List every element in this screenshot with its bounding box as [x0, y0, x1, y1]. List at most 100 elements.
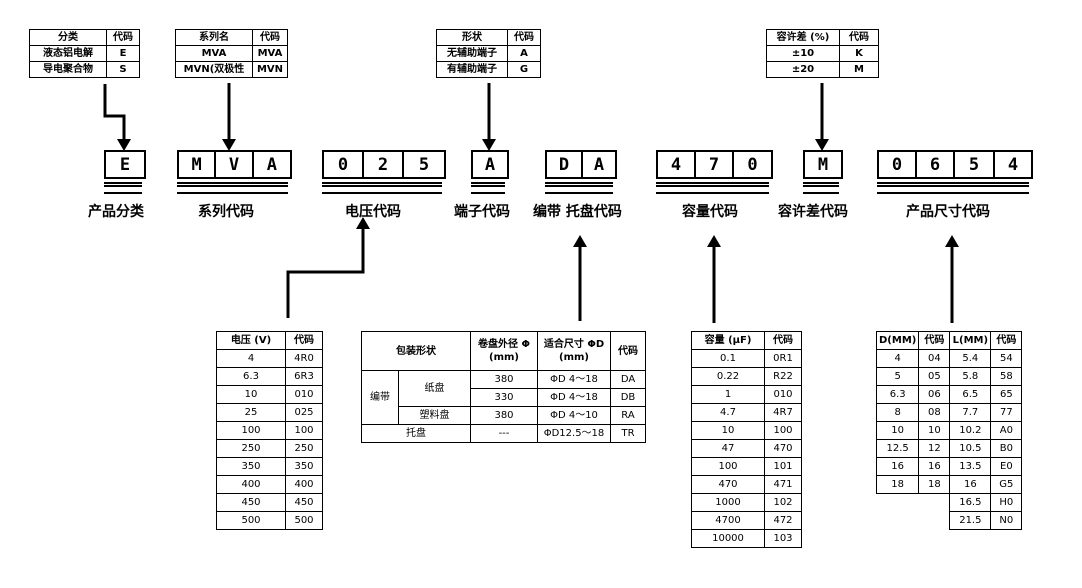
label-size: 产品尺寸代码: [906, 204, 990, 220]
voltage-cell: 250: [216, 439, 286, 458]
length-cell: 10.2: [949, 421, 992, 440]
code-cell: 12: [918, 439, 951, 458]
code-cell: B0: [990, 439, 1023, 458]
capacitance-cell: 470: [691, 475, 765, 494]
underline-size: [877, 182, 1029, 194]
voltage-cell: 450: [216, 493, 286, 512]
reel-diameter-cell: ---: [470, 424, 538, 443]
arrowhead-voltage: [356, 217, 370, 229]
code-cell: G: [507, 61, 541, 78]
label-tolerance: 容许差代码: [778, 204, 848, 220]
voltage-cell: 25: [216, 403, 286, 422]
arrowhead-capacitance: [707, 235, 721, 247]
code-char: V: [216, 152, 254, 177]
reel-diameter-cell: 380: [470, 406, 538, 425]
code-cell: 471: [764, 475, 802, 494]
voltage-header: 电压 (V): [216, 331, 286, 350]
diameter-header: D(MM): [875, 331, 920, 350]
code-group-capacitance: 4 7 0: [656, 150, 773, 179]
diameter-cell: 4: [875, 349, 920, 368]
code-cell: 100: [285, 421, 323, 440]
code-char: A: [266, 154, 277, 175]
capacitance-cell: 4700: [691, 511, 765, 530]
tolerance-cell: ±20: [766, 61, 840, 78]
code-char: D: [547, 152, 583, 177]
voltage-cell: 350: [216, 457, 286, 476]
length-cell: 5.4: [949, 349, 992, 368]
label-series: 系列代码: [198, 204, 254, 220]
voltage-cell: 100: [216, 421, 286, 440]
code-header: 代码: [990, 331, 1023, 350]
code-header: 代码: [764, 331, 802, 350]
code-group-size: 0 6 5 4: [877, 150, 1033, 179]
arrowhead-size: [945, 235, 959, 247]
length-cell: 7.7: [949, 403, 992, 422]
code-char: E: [119, 154, 131, 175]
capacitance-cell: 1: [691, 385, 765, 404]
empty-cell: [877, 512, 919, 530]
capacitance-cell: 47: [691, 439, 765, 458]
underline-packaging: [545, 182, 613, 194]
code-char: A: [484, 154, 496, 175]
code-cell: R22: [764, 367, 802, 386]
table-row: 托盘 --- ΦD12.5～18 TR: [361, 424, 646, 443]
code-char: A: [593, 154, 605, 175]
code-char: 5: [418, 154, 430, 175]
empty-cell: [877, 494, 919, 512]
code-header: 代码: [285, 331, 323, 350]
arrowhead-series: [222, 139, 236, 151]
voltage-cell: 4: [216, 349, 286, 368]
code-group-tolerance: M: [803, 150, 843, 179]
length-cell: 16.5: [949, 493, 992, 512]
code-cell: 103: [764, 529, 802, 548]
code-char: M: [817, 154, 829, 175]
code-cell: 010: [285, 385, 323, 404]
code-group-category: E: [104, 150, 146, 179]
code-char: 7: [696, 152, 734, 177]
code-cell: S: [106, 61, 140, 78]
label-voltage: 电压代码: [345, 204, 401, 220]
code-cell: 10: [918, 421, 951, 440]
code-cell: A0: [990, 421, 1023, 440]
label-terminal: 端子代码: [454, 204, 510, 220]
packaging-table: 包装形状 卷盘外径 Φ (mm) 适合尺寸 ΦD (mm) 代码 编带 纸盘 3…: [361, 331, 646, 443]
code-cell: 04: [918, 349, 951, 368]
code-char: 6: [917, 152, 955, 177]
length-cell: 13.5: [949, 457, 992, 476]
underline-tolerance: [803, 182, 839, 194]
code-header: 代码: [918, 331, 951, 350]
code-group-series: M V A: [177, 150, 292, 179]
code-cell: DA: [610, 370, 646, 389]
code-cell: 450: [285, 493, 323, 512]
code-cell: G5: [990, 475, 1023, 494]
size-fit-cell: ΦD 4～10: [537, 406, 611, 425]
voltage-cell: 400: [216, 475, 286, 494]
label-capacitance: 容量代码: [682, 204, 738, 220]
capacitance-cell: 1000: [691, 493, 765, 512]
code-cell: 025: [285, 403, 323, 422]
underline-voltage: [322, 182, 442, 194]
code-cell: 250: [285, 439, 323, 458]
code-char: 2: [364, 152, 404, 177]
code-cell: 58: [990, 367, 1023, 386]
